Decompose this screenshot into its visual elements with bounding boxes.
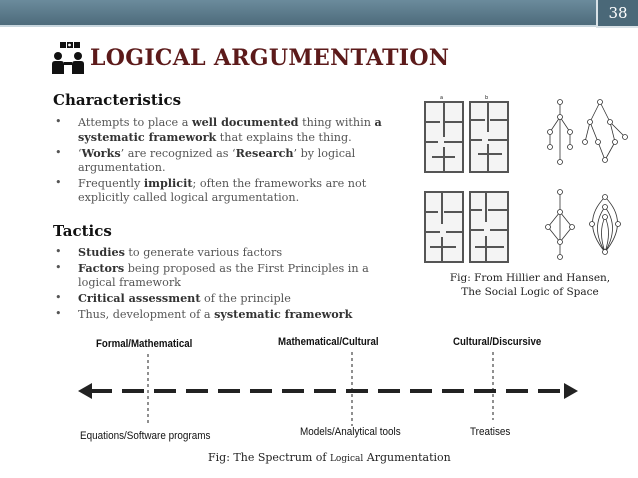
spectrum-diagram: Formal/Mathematical Mathematical/Cultura… [78, 330, 578, 450]
list-item: Factors being proposed as the First Prin… [53, 261, 403, 290]
characteristics-heading: Characteristics [53, 91, 182, 109]
spectrum-label-formal: Formal/Mathematical [96, 338, 193, 350]
people-puzzle-icon [52, 42, 84, 74]
page-number: 38 [596, 0, 638, 28]
tactics-heading: Tactics [53, 222, 112, 240]
figure-caption-bottom: Fig: The Spectrum of Logical Argumentati… [208, 451, 451, 464]
list-item: Critical assessment of the principle [53, 291, 403, 306]
svg-text:b: b [485, 95, 488, 101]
slide-title: LOGICAL ARGUMENTATION [90, 45, 450, 71]
top-bar-divider [0, 25, 638, 27]
spectrum-bottom-models: Models/Analytical tools [300, 426, 401, 438]
top-bar [0, 0, 638, 25]
svg-text:a: a [440, 95, 443, 101]
list-item: Frequently implicit; often the framework… [53, 176, 403, 205]
spectrum-bottom-treatises: Treatises [470, 426, 511, 438]
characteristics-list: Attempts to place a well documented thin… [53, 115, 403, 206]
figure-caption-right: Fig: From Hillier and Hansen, The Social… [449, 272, 611, 298]
spectrum-bottom-equations: Equations/Software programs [80, 430, 211, 442]
list-item: Studies to generate various factors [53, 245, 403, 260]
spectrum-label-mathematical-cultural: Mathematical/Cultural [278, 336, 379, 348]
list-item: ‘Works’ are recognized as ‘Research’ by … [53, 146, 403, 175]
list-item: Attempts to place a well documented thin… [53, 115, 403, 145]
list-item: Thus, development of a systematic framew… [53, 307, 403, 322]
tactics-list: Studies to generate various factors Fact… [53, 245, 403, 323]
spectrum-arrow [78, 352, 578, 426]
spectrum-label-cultural: Cultural/Discursive [453, 336, 542, 348]
